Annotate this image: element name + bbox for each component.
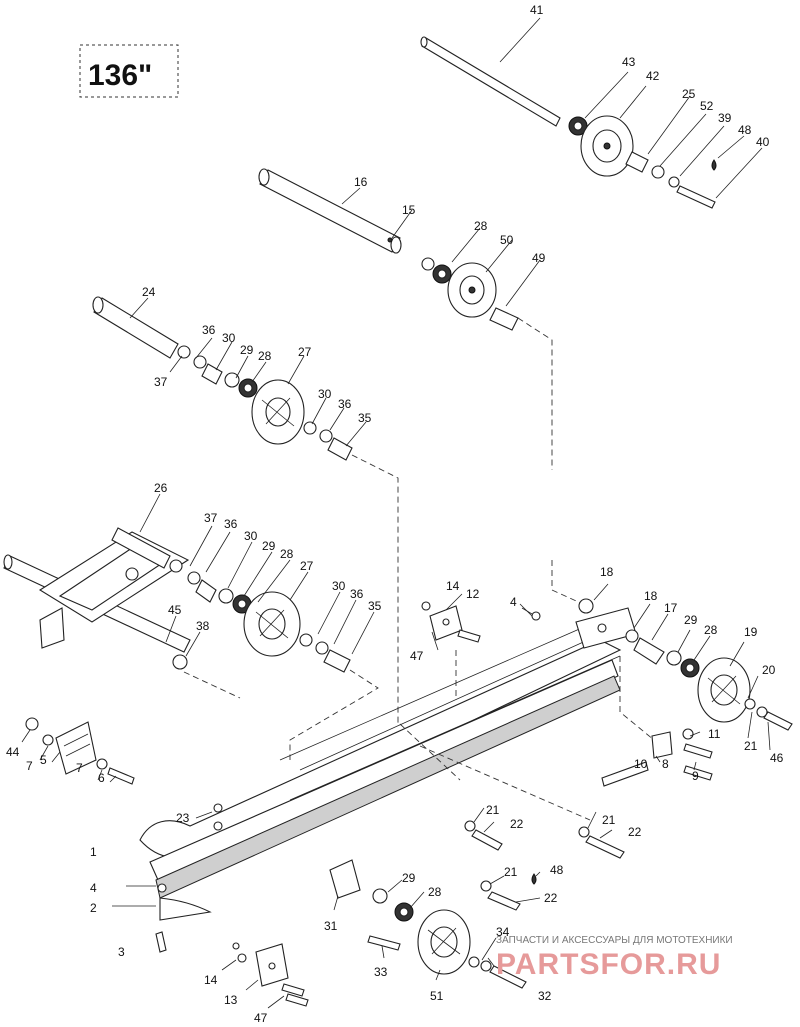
callout-15: 15	[402, 203, 416, 217]
callout-18: 18	[644, 589, 658, 603]
callout-48: 48	[738, 123, 752, 137]
callout-17: 17	[664, 601, 678, 615]
callout-29: 29	[262, 539, 276, 553]
callout-28: 28	[280, 547, 294, 561]
callout-36: 36	[202, 323, 216, 337]
callout-4: 4	[90, 881, 97, 895]
callout-22: 22	[628, 825, 642, 839]
axle-41-assembly	[420, 36, 717, 209]
callout-28: 28	[258, 349, 272, 363]
callout-10: 10	[634, 757, 648, 771]
callout-27: 27	[298, 345, 312, 359]
callout-38: 38	[196, 619, 210, 633]
callout-18: 18	[600, 565, 614, 579]
callout-28: 28	[704, 623, 718, 637]
callout-31: 31	[324, 919, 338, 933]
watermark-logo: PARTSFOR.RU	[496, 948, 721, 981]
callout-5: 5	[40, 753, 47, 767]
callout-39: 39	[718, 111, 732, 125]
callout-22: 22	[510, 817, 524, 831]
callout-37: 37	[154, 375, 168, 389]
callout-16: 16	[354, 175, 368, 189]
callout-30: 30	[244, 529, 258, 543]
callout-36: 36	[224, 517, 238, 531]
callout-30: 30	[222, 331, 236, 345]
callout-7: 7	[26, 759, 33, 773]
callout-3: 3	[118, 945, 125, 959]
callout-19: 19	[744, 625, 758, 639]
callout-36: 36	[350, 587, 364, 601]
axle-24-assembly	[92, 296, 353, 461]
rear-idler-assembly	[531, 598, 793, 787]
callout-36: 36	[338, 397, 352, 411]
callout-26: 26	[154, 481, 168, 495]
frame-26-assembly	[3, 527, 351, 673]
callout-28: 28	[474, 219, 488, 233]
front-bumper-assembly	[25, 717, 135, 785]
callout-37: 37	[204, 511, 218, 525]
callout-2: 2	[90, 901, 97, 915]
callout-29: 29	[402, 871, 416, 885]
callout-33: 33	[374, 965, 388, 979]
callout-21: 21	[744, 739, 758, 753]
rail-assembly	[139, 601, 637, 921]
axle-16-assembly	[258, 168, 519, 331]
callout-13: 13	[224, 993, 238, 1007]
callout-20: 20	[762, 663, 776, 677]
callout-52: 52	[700, 99, 714, 113]
callout-21: 21	[486, 803, 500, 817]
callout-45: 45	[168, 603, 182, 617]
callout-51: 51	[430, 989, 444, 1003]
callout-50: 50	[500, 233, 514, 247]
lower-fasteners	[155, 803, 625, 953]
callout-21: 21	[504, 865, 518, 879]
callout-14: 14	[204, 973, 218, 987]
callout-43: 43	[622, 55, 636, 69]
callout-7: 7	[76, 761, 83, 775]
callout-40: 40	[756, 135, 770, 149]
callout-35: 35	[358, 411, 372, 425]
callout-25: 25	[682, 87, 696, 101]
callout-30: 30	[318, 387, 332, 401]
callout-29: 29	[684, 613, 698, 627]
callout-46: 46	[770, 751, 784, 765]
callout-27: 27	[300, 559, 314, 573]
callout-34: 34	[496, 925, 510, 939]
watermark-text: ЗАПЧАСТИ И АКСЕССУАРЫ ДЛЯ МОТОТЕХНИКИ	[496, 935, 733, 946]
middle-wheel-assembly	[329, 859, 527, 989]
callout-30: 30	[332, 579, 346, 593]
callout-44: 44	[6, 745, 20, 759]
size-label-box	[79, 44, 179, 98]
callout-35: 35	[368, 599, 382, 613]
callout-32: 32	[538, 989, 552, 1003]
callout-48: 48	[550, 863, 564, 877]
callout-23: 23	[176, 811, 190, 825]
callout-47: 47	[254, 1011, 268, 1025]
callout-42: 42	[646, 69, 660, 83]
callout-6: 6	[98, 771, 105, 785]
callout-21: 21	[602, 813, 616, 827]
callout-1: 1	[90, 845, 97, 859]
callout-14: 14	[446, 579, 460, 593]
callout-4: 4	[510, 595, 517, 609]
callout-12: 12	[466, 587, 480, 601]
callout-labels: 41 43 42 25 52 39 48 40 16 15 28 50 49 2…	[6, 3, 784, 1025]
lower-bracket-assembly	[232, 942, 309, 1007]
callout-11: 11	[708, 727, 721, 741]
callout-41: 41	[530, 3, 544, 17]
callout-9: 9	[692, 769, 699, 783]
callout-8: 8	[662, 757, 669, 771]
callout-24: 24	[142, 285, 156, 299]
callout-49: 49	[532, 251, 546, 265]
callout-47: 47	[410, 649, 424, 663]
callout-29: 29	[240, 343, 254, 357]
size-label: 136"	[88, 59, 152, 92]
callout-28: 28	[428, 885, 442, 899]
callout-22: 22	[544, 891, 558, 905]
